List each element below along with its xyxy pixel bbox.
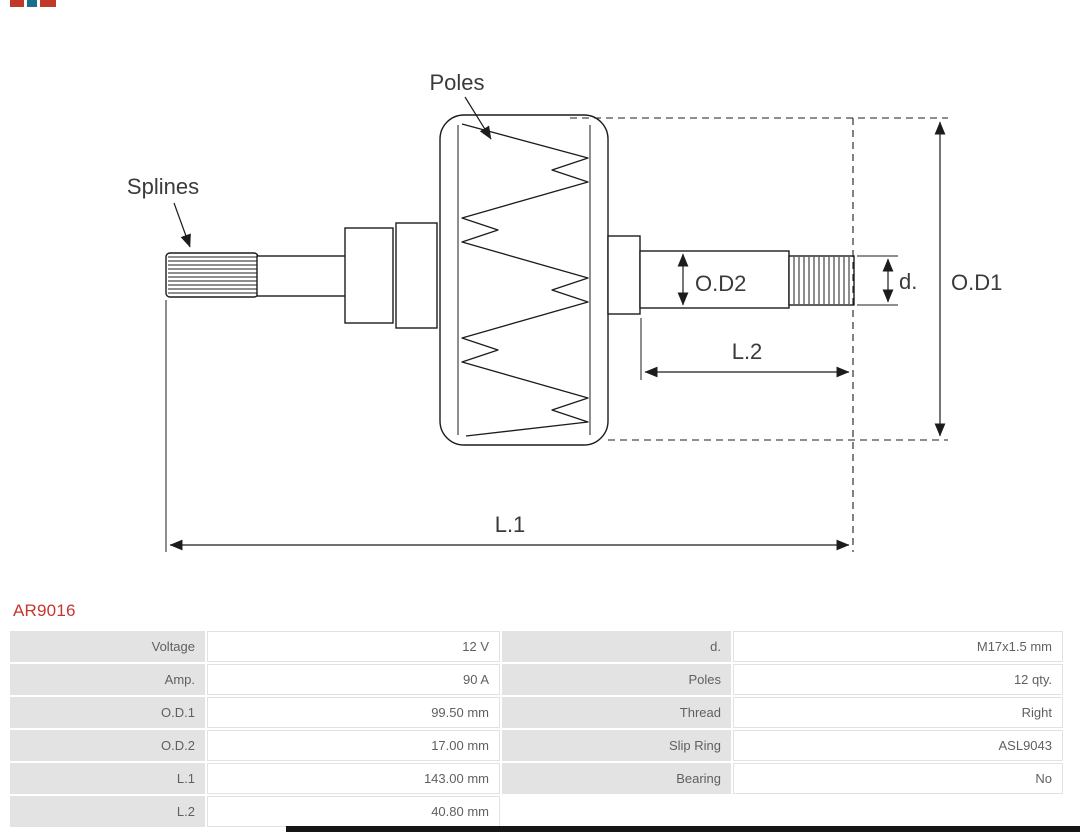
spec-empty-cell — [502, 796, 731, 827]
l2-dimension: L.2 — [640, 318, 850, 380]
spec-label-od1: O.D.1 — [10, 697, 205, 728]
spec-label-voltage: Voltage — [10, 631, 205, 662]
shaft-step-collar-2 — [395, 222, 438, 329]
poles-callout: Poles — [429, 70, 492, 140]
shaft-step-collar — [344, 227, 394, 324]
threaded-end — [788, 255, 855, 306]
brand-logo — [10, 0, 56, 7]
spec-label-poles: Poles — [502, 664, 731, 695]
spec-label-od2: O.D.2 — [10, 730, 205, 761]
brand-logo-fragment — [40, 0, 56, 7]
od2-label: O.D2 — [695, 271, 746, 296]
spec-value-thread: Right — [733, 697, 1063, 728]
spec-label-bearing: Bearing — [502, 763, 731, 794]
spec-value-voltage: 12 V — [207, 631, 500, 662]
splines-callout: Splines — [127, 174, 199, 248]
l1-dimension: L.1 — [165, 300, 850, 552]
left-shaft — [256, 255, 347, 297]
bottom-decorative-bar — [286, 826, 1080, 832]
spec-value-bearing: No — [733, 763, 1063, 794]
pole-pack — [439, 114, 609, 446]
spec-empty-cell — [733, 796, 1063, 827]
spec-label-slip-ring: Slip Ring — [502, 730, 731, 761]
brand-logo-fragment — [27, 0, 37, 7]
spec-value-l1: 143.00 mm — [207, 763, 500, 794]
spec-value-amp: 90 A — [207, 664, 500, 695]
od1-label: O.D1 — [951, 270, 1002, 295]
spec-table: Voltage 12 V d. M17x1.5 mm Amp. 90 A Pol… — [10, 631, 1063, 827]
right-shaft — [639, 250, 790, 309]
spec-value-od2: 17.00 mm — [207, 730, 500, 761]
spec-label-thread: Thread — [502, 697, 731, 728]
poles-label: Poles — [429, 70, 484, 95]
od1-dimension: O.D1 — [570, 117, 1002, 441]
rotor-technical-diagram: Poles Splines O.D2 d. O.D1 L.2 L.1 — [127, 70, 1002, 552]
splines-label: Splines — [127, 174, 199, 199]
spec-value-l2: 40.80 mm — [207, 796, 500, 827]
spec-value-slip-ring: ASL9043 — [733, 730, 1063, 761]
d-label: d. — [899, 269, 917, 294]
spec-label-amp: Amp. — [10, 664, 205, 695]
part-number: AR9016 — [13, 601, 76, 620]
spec-value-od1: 99.50 mm — [207, 697, 500, 728]
spec-value-d: M17x1.5 mm — [733, 631, 1063, 662]
d-dimension: d. — [857, 255, 917, 306]
l2-label: L.2 — [732, 339, 763, 364]
spec-label-l1: L.1 — [10, 763, 205, 794]
spline-shaft — [165, 252, 259, 298]
brand-logo-fragment — [10, 0, 24, 7]
l1-label: L.1 — [495, 512, 526, 537]
spec-label-l2: L.2 — [10, 796, 205, 827]
od2-dimension: O.D2 — [677, 253, 746, 306]
hub-collar — [607, 235, 641, 315]
spec-label-d: d. — [502, 631, 731, 662]
spec-value-poles: 12 qty. — [733, 664, 1063, 695]
